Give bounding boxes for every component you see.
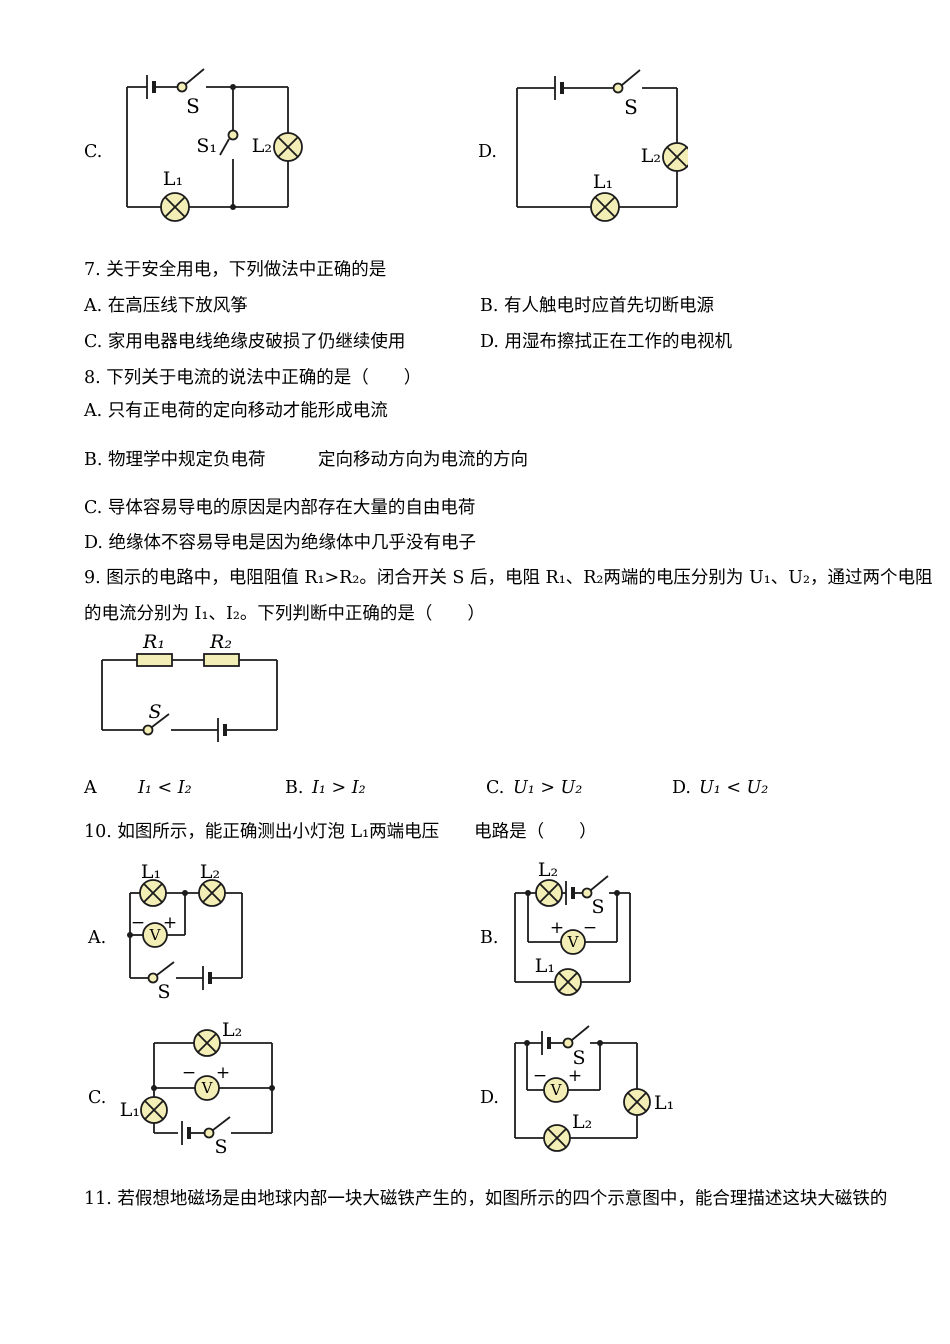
lamp-l1-icon: [139, 879, 167, 907]
q8-stem: 8. 下列关于电流的说法中正确的是（ ）: [84, 368, 422, 388]
battery-icon: [202, 966, 212, 990]
lamp-l2-label: L₂: [538, 859, 558, 881]
q6-circuit-c-figure: S S₁ L₂ L₁: [126, 68, 303, 222]
q10-option-a-label: A.: [88, 928, 107, 948]
lamp-l1-label: L₁: [654, 1092, 674, 1114]
plus-sign: +: [550, 918, 564, 938]
switch-s-label: S: [157, 981, 170, 1003]
q8-option-b: B. 物理学中规定负电荷 定向移动方向为电流的方向: [84, 450, 528, 470]
q10-option-c-label: C.: [88, 1088, 107, 1108]
q7-stem: 7. 关于安全用电，下列做法中正确的是: [84, 260, 387, 280]
switch-s-icon: [147, 961, 175, 984]
minus-sign: −: [131, 913, 145, 933]
resistor-r2-icon: [203, 653, 240, 667]
q7-option-b: B. 有人触电时应首先切断电源: [480, 296, 714, 316]
battery-icon: [181, 1121, 191, 1145]
q8-option-d: D. 绝缘体不容易导电是因为绝缘体中几乎没有电子: [84, 533, 477, 553]
switch-s1-label: S₁: [196, 135, 217, 157]
switch-s-label: S: [214, 1136, 227, 1158]
lamp-l1-label: L₁: [535, 955, 555, 977]
q7-option-a: A. 在高压线下放风筝: [84, 296, 248, 316]
q10-circuit-a-figure: L₁ L₂ V − + S: [127, 861, 243, 1003]
q10-circuit-b-figure: L₂ S V + − L₁: [514, 859, 631, 996]
q10-stem: 10. 如图所示，能正确测出小灯泡 L₁两端电压 电路是（ ）: [84, 822, 597, 842]
q9-option-d-formula: U₁ < U₂: [699, 778, 769, 798]
junction-dot: [230, 204, 236, 210]
lamp-l2-icon: [662, 142, 688, 172]
lamp-l1-icon: [623, 1088, 651, 1116]
battery-icon: [541, 1031, 551, 1055]
q9-option-a-formula: I₁ < I₂: [138, 778, 192, 798]
lamp-l2-label: L₂: [222, 1022, 242, 1041]
lamp-l2-icon: [193, 1029, 221, 1057]
battery-icon: [565, 881, 575, 905]
resistor-r1-icon: [136, 653, 173, 667]
q7-option-c: C. 家用电器电线绝缘皮破损了仍继续使用: [84, 332, 406, 352]
switch-s-label: S: [572, 1047, 585, 1069]
lamp-l1-icon: [140, 1096, 168, 1124]
lamp-l1-label: L₁: [163, 168, 183, 190]
q9-option-d-label: D.: [672, 778, 691, 798]
q6-option-c-label: C.: [84, 142, 103, 162]
lamp-l2-label: L₂: [572, 1111, 592, 1133]
switch-s-icon: [142, 713, 170, 736]
q10-option-d-label: D.: [480, 1088, 499, 1108]
q9-option-b-formula: I₁ > I₂: [312, 778, 366, 798]
switch-s-label: S: [186, 94, 200, 118]
resistor-r1-label: R₁: [142, 632, 165, 653]
switch-s-icon: [176, 68, 205, 93]
q6-option-d-label: D.: [478, 142, 497, 162]
plus-sign: +: [216, 1063, 230, 1083]
q9-circuit-figure: R₁ R₂ S: [101, 632, 278, 742]
voltmeter-label: V: [149, 926, 162, 944]
q10-circuit-d-figure: S V − + L₁ L₂: [514, 1025, 674, 1152]
resistor-r2-label: R₂: [209, 632, 232, 653]
lamp-l1-icon: [160, 192, 190, 222]
lamp-l2-icon: [543, 1124, 571, 1152]
q7-option-d: D. 用湿布擦拭正在工作的电视机: [480, 332, 733, 352]
lamp-l1-label: L₁: [593, 171, 613, 193]
lamp-l1-label: L₁: [120, 1099, 140, 1121]
lamp-l2-label: L₂: [641, 145, 661, 167]
minus-sign: −: [182, 1063, 196, 1083]
lamp-l2-icon: [273, 132, 303, 162]
q10-option-b-label: B.: [480, 928, 499, 948]
q6-circuit-d-figure: S L₂ L₁: [516, 69, 688, 222]
q10-circuit-c-figure: L₂ V − + L₁ S: [120, 1022, 275, 1158]
voltmeter-label: V: [567, 933, 580, 951]
switch-s-icon: [612, 69, 641, 94]
plus-sign: +: [163, 913, 177, 933]
plus-sign: +: [568, 1066, 582, 1086]
switch-s-icon: [581, 875, 609, 899]
q9-stem-line2: 的电流分别为 I₁、I₂。下列判断中正确的是（ ）: [84, 604, 485, 624]
lamp-l2-label: L₂: [200, 861, 220, 883]
lamp-l1-label: L₁: [141, 861, 161, 883]
lamp-l2-icon: [198, 879, 226, 907]
lamp-l2-icon: [535, 879, 563, 907]
q9-option-c-formula: U₁ > U₂: [513, 778, 583, 798]
q9-option-a-label: A: [84, 778, 97, 798]
battery-icon: [217, 718, 227, 742]
switch-s-label: S: [591, 896, 604, 918]
lamp-l2-label: L₂: [252, 135, 272, 157]
battery-icon: [146, 75, 156, 99]
q9-option-b-label: B.: [285, 778, 304, 798]
minus-sign: −: [583, 918, 597, 938]
switch-s-label: S: [624, 95, 638, 119]
lamp-l1-icon: [554, 968, 582, 996]
switch-s-icon: [203, 1116, 231, 1139]
q8-option-c: C. 导体容易导电的原因是内部存在大量的自由电荷: [84, 498, 476, 518]
voltmeter-label: V: [550, 1081, 563, 1099]
q9-option-c-label: C.: [486, 778, 505, 798]
battery-icon: [554, 76, 564, 100]
q8-option-a: A. 只有正电荷的定向移动才能形成电流: [84, 401, 388, 421]
lamp-l1-icon: [590, 192, 620, 222]
q11-stem: 11. 若假想地磁场是由地球内部一块大磁铁产生的，如图所示的四个示意图中，能合理…: [84, 1189, 888, 1209]
voltmeter-label: V: [201, 1079, 214, 1097]
switch-s1-icon: [219, 129, 239, 156]
minus-sign: −: [533, 1066, 547, 1086]
q9-stem-line1: 9. 图示的电路中，电阻阻值 R₁>R₂。闭合开关 S 后，电阻 R₁、R₂两端…: [84, 568, 933, 588]
switch-s-label: S: [148, 701, 161, 723]
switch-s-icon: [562, 1025, 590, 1049]
